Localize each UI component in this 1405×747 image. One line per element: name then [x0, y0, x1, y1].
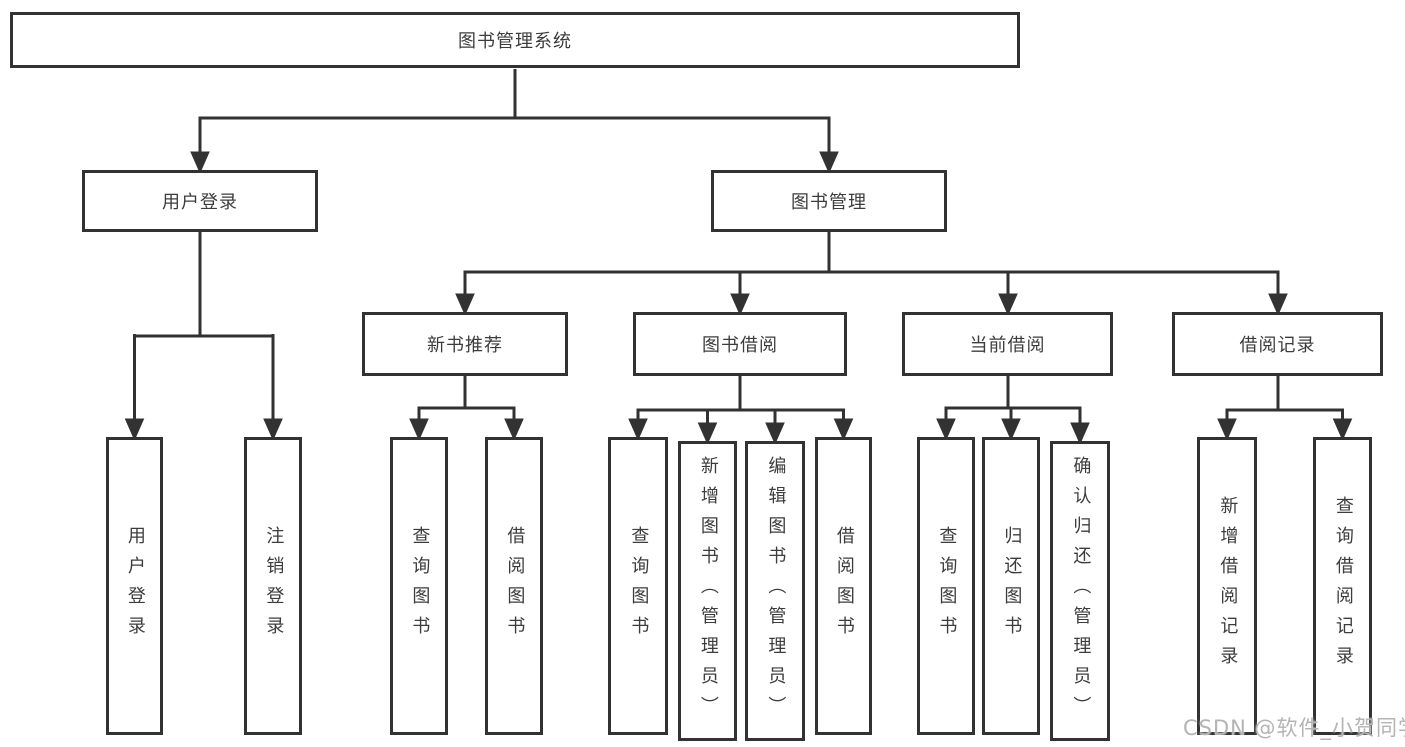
- leaf-label: 查询图书: [409, 526, 431, 646]
- connector-book-management-children: [455, 232, 1288, 316]
- connector-book-borrowing-children: [628, 376, 854, 445]
- leaf-query-borrow-record: 查询借阅记录: [1313, 437, 1372, 735]
- leaf-borrow-books-borrowing: 借阅图书: [815, 437, 872, 735]
- node-borrowing-records: 借阅记录: [1172, 312, 1383, 376]
- node-current-borrowing: 当前借阅: [902, 312, 1113, 376]
- leaf-query-books-recommend: 查询图书: [390, 437, 448, 735]
- leaf-confirm-return-admin: 确认归还（管理员）: [1050, 441, 1110, 741]
- leaf-label: 注销登录: [263, 526, 285, 646]
- leaf-return-books: 归还图书: [982, 437, 1040, 735]
- connector-borrowing-records-children: [1217, 376, 1353, 441]
- leaf-label: 确认归还（管理员）: [1070, 456, 1092, 726]
- leaf-query-books-borrowing: 查询图书: [608, 437, 668, 735]
- leaf-label: 查询图书: [628, 526, 650, 646]
- leaf-label: 编辑图书（管理员）: [765, 456, 787, 726]
- connector-new-book-children: [409, 376, 524, 441]
- leaf-label: 查询图书: [936, 526, 958, 646]
- leaf-logout: 注销登录: [244, 437, 302, 735]
- leaf-label: 新增借阅记录: [1217, 496, 1239, 676]
- leaf-label: 新增图书（管理员）: [697, 456, 719, 726]
- node-new-book-recommendation: 新书推荐: [362, 312, 568, 376]
- leaf-edit-books-admin: 编辑图书（管理员）: [745, 441, 805, 741]
- leaf-label: 查询借阅记录: [1332, 496, 1354, 676]
- connector-current-borrowing-children: [936, 376, 1090, 445]
- leaf-label: 归还图书: [1001, 526, 1023, 646]
- leaf-label: 用户登录: [124, 526, 146, 646]
- node-root-library-management-system: 图书管理系统: [10, 12, 1020, 68]
- leaf-add-books-admin: 新增图书（管理员）: [678, 441, 737, 741]
- leaf-add-borrow-record: 新增借阅记录: [1197, 437, 1257, 735]
- node-book-borrowing: 图书借阅: [633, 312, 847, 376]
- node-user-login: 用户登录: [82, 170, 318, 232]
- node-book-management: 图书管理: [711, 170, 947, 232]
- leaf-query-books-current: 查询图书: [917, 437, 975, 735]
- leaf-borrow-books-recommend: 借阅图书: [485, 437, 543, 735]
- leaf-label: 借阅图书: [833, 526, 855, 646]
- csdn-watermark: CSDN @软件_小贺同学: [1183, 716, 1405, 740]
- leaf-label: 借阅图书: [504, 526, 526, 646]
- leaf-user-login: 用户登录: [106, 437, 163, 735]
- connector-root-to-level2: [190, 69, 839, 174]
- connector-user-login-children: [124, 232, 283, 441]
